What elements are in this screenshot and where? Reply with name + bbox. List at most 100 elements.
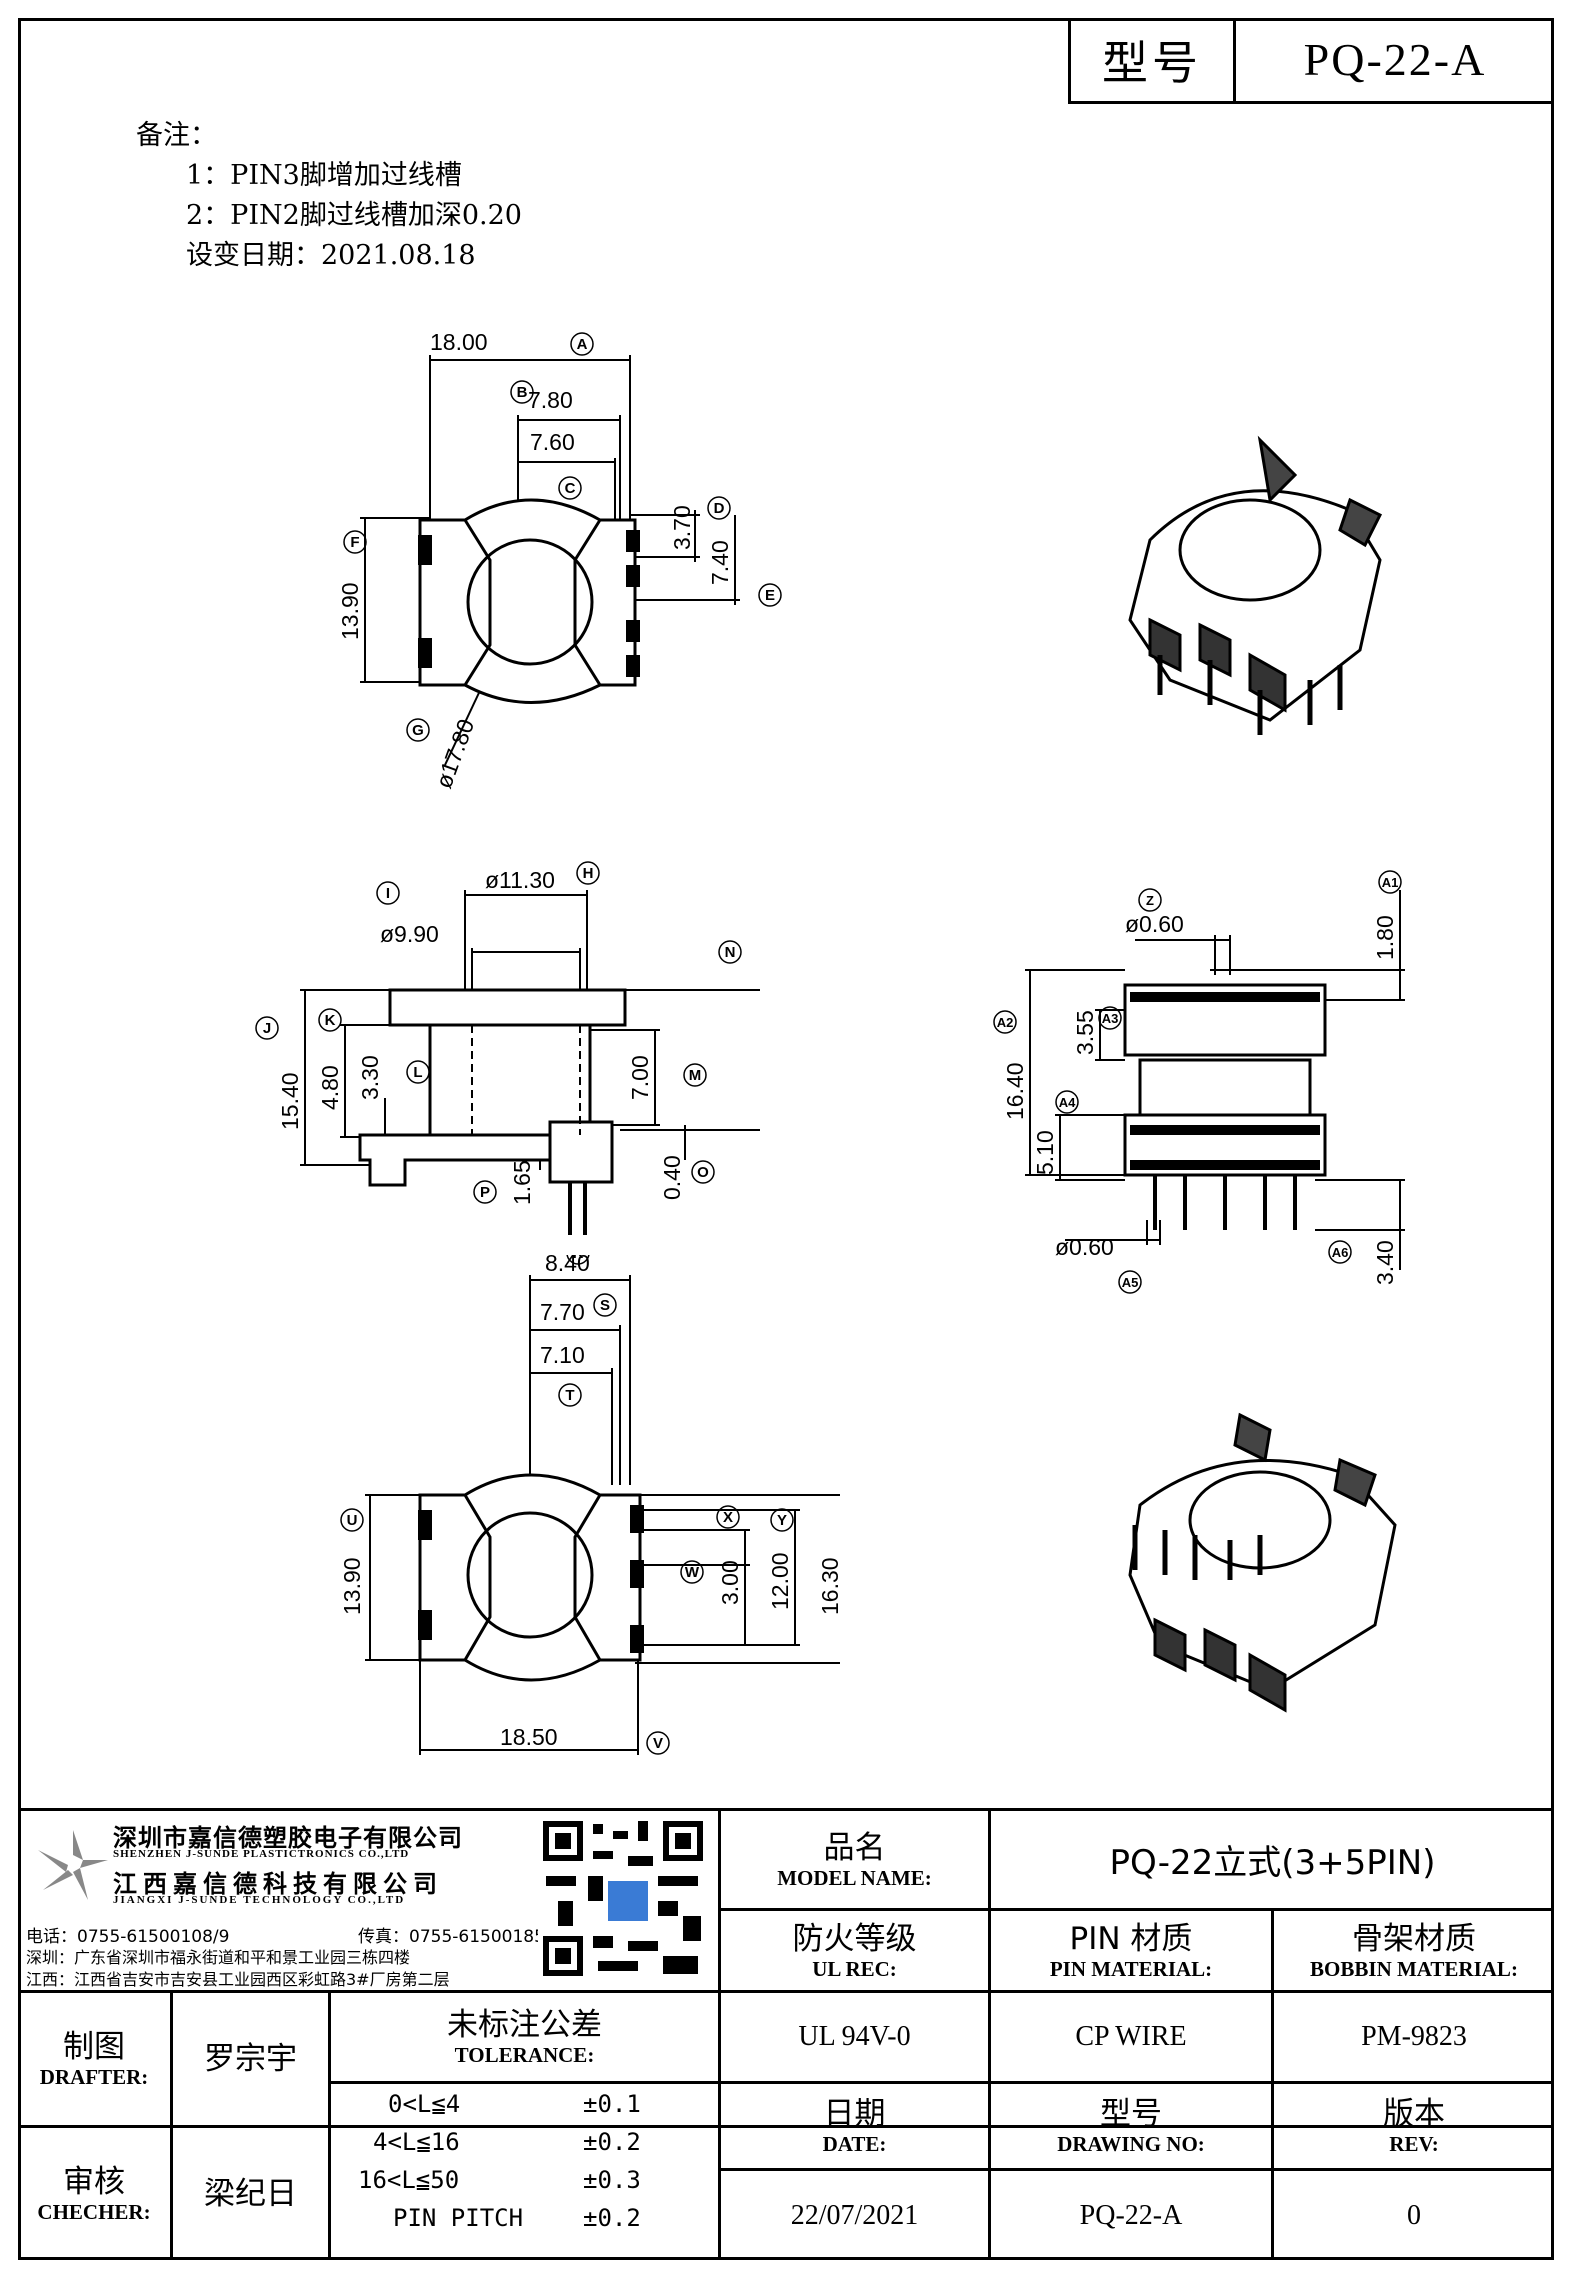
title-value: PQ-22-A — [1303, 34, 1487, 85]
notes: 备注： 1：PIN3脚增加过线槽 2：PIN2脚过线槽加深0.20 设变日期：2… — [136, 116, 522, 276]
dim-s2-label: 7.10 — [540, 1342, 585, 1368]
rev-label: 版本 REV: — [1383, 2096, 1445, 2156]
marker-a6: A6 — [1332, 1245, 1349, 1260]
marker-a2: A2 — [997, 1015, 1014, 1030]
tolerance-value: ±0.2 — [583, 2128, 641, 2156]
model-name-label: 品名 MODEL NAME: — [777, 1829, 932, 1890]
dim-m-label: 7.00 — [627, 1055, 653, 1100]
marker-g: G — [412, 722, 424, 739]
date-label: 日期 DATE: — [822, 2096, 887, 2156]
marker-x: X — [723, 1509, 733, 1526]
tolerance-value: ±0.1 — [583, 2090, 641, 2118]
company-address-jx: 江西：江西省吉安市吉安县工业园西区彩虹路3#厂房第二层 — [26, 1970, 450, 1989]
marker-p: P — [480, 1184, 490, 1201]
note-item: 设变日期：2021.08.18 — [186, 240, 476, 271]
note-item: 2：PIN2脚过线槽加深0.20 — [186, 200, 522, 231]
dim-y-label: 16.30 — [817, 1557, 840, 1615]
title-block: 深圳市嘉信德塑胶电子有限公司 SHENZHEN J-SUNDE PLASTICT… — [18, 1808, 1554, 2260]
dim-a3-label: 3.55 — [1072, 1010, 1098, 1055]
marker-d: D — [714, 500, 725, 517]
company-fax: 传真：0755-61500185 — [358, 1927, 545, 1947]
dim-a4-label: 5.10 — [1032, 1130, 1058, 1175]
ul-rec-value: UL 94V-0 — [798, 2021, 911, 2052]
bobbin-material-label: 骨架材质 BOBBIN MATERIAL: — [1310, 1920, 1518, 1981]
marker-r: R — [573, 1255, 584, 1262]
isometric-view-top — [1128, 435, 1383, 735]
model-name-value: PQ-22立式(3+5PIN) — [1109, 1843, 1436, 1883]
marker-c: C — [565, 480, 576, 497]
bottom-view-drawing: 8.40 7.70 7.10 13.90 3.00 12.00 16.30 18… — [339, 1255, 840, 1755]
dim-f-label: 13.90 — [337, 582, 363, 640]
checker-label: 审核 CHECHER: — [37, 2164, 151, 2224]
drawing-sheet — [18, 18, 1554, 2260]
drawing-no-label: 型号 DRAWING NO: — [1057, 2096, 1205, 2156]
company-phone: 电话：0755-61500108/9 — [26, 1927, 230, 1947]
marker-s: S — [600, 1297, 610, 1314]
marker-a4: A4 — [1059, 1095, 1076, 1110]
marker-h: H — [583, 865, 594, 882]
dim-d-label: 3.70 — [669, 505, 695, 550]
tolerance-range: PIN PITCH — [393, 2204, 524, 2232]
marker-m: M — [689, 1067, 702, 1084]
dim-i-label: ø9.90 — [380, 921, 439, 947]
date-value: 22/07/2021 — [790, 2199, 919, 2231]
dim-g-label: ø17.80 — [430, 716, 479, 792]
company-address-sz: 深圳：广东省深圳市福永街道和平和景工业园三栋四楼 — [26, 1948, 411, 1967]
dim-s-label: 7.70 — [540, 1299, 585, 1325]
company-name-cn-2: 江西嘉信德科技有限公司 — [113, 1870, 443, 1898]
drafter-name: 罗宗宇 — [204, 2041, 297, 2077]
qr-code — [538, 1816, 708, 1981]
ul-rec-label: 防火等级 UL REC: — [792, 1920, 917, 1981]
company-name-cn-1: 深圳市嘉信德塑胶电子有限公司 — [113, 1824, 463, 1852]
marker-w: W — [685, 1564, 700, 1581]
marker-l: L — [413, 1064, 422, 1081]
company-name-en-1: SHENZHEN J-SUNDE PLASTICTRONICS CO.,LTD — [113, 1848, 410, 1860]
tolerance-range: 16<L≦50 — [358, 2166, 460, 2194]
dim-u-label: 13.90 — [339, 1557, 365, 1615]
marker-v: V — [653, 1735, 663, 1752]
drafter-label: 制图 DRAFTER: — [39, 2029, 149, 2089]
dim-j-label: 15.40 — [277, 1072, 303, 1130]
dim-w-label: 3.00 — [717, 1560, 743, 1605]
isometric-view-bottom — [1128, 1412, 1397, 1713]
dim-a2-label: 16.40 — [1002, 1062, 1028, 1120]
marker-f: F — [350, 534, 359, 551]
tolerance-value: ±0.3 — [583, 2166, 641, 2194]
marker-a3: A3 — [1102, 1011, 1119, 1026]
dim-p-label: 1.65 — [509, 1160, 535, 1205]
tolerance-range: 4<L≦16 — [373, 2128, 460, 2156]
dim-l-label: 3.30 — [357, 1055, 383, 1100]
pin-material-value: CP WIRE — [1075, 2021, 1187, 2052]
title-label: 型号 — [1071, 18, 1236, 101]
dim-a-label: 18.00 — [430, 329, 488, 355]
dim-e-label: 7.40 — [707, 540, 733, 585]
dim-o-label: 0.40 — [659, 1155, 685, 1200]
tolerance-value: ±0.2 — [583, 2204, 641, 2232]
marker-y: Y — [777, 1512, 787, 1529]
rev-value: 0 — [1407, 2199, 1421, 2231]
checker-name: 梁纪日 — [204, 2176, 297, 2212]
marker-a1: A1 — [1382, 875, 1399, 890]
side-view-drawing: ø11.30 ø9.90 9.75 15.40 4.80 3.30 7.00 0… — [255, 861, 760, 1235]
marker-j: J — [263, 1020, 271, 1037]
tolerance-label: 未标注公差 TOLERANCE: — [447, 2007, 602, 2067]
marker-z: Z — [1146, 893, 1154, 908]
marker-u: U — [347, 1512, 358, 1529]
top-view-drawing: 18.00 7.80 7.60 3.70 7.40 13.90 ø17.80 A… — [337, 329, 782, 792]
company-logo — [38, 1830, 108, 1900]
marker-a: A — [577, 336, 588, 353]
marker-k: K — [325, 1012, 336, 1029]
tolerance-range: 0<L≦4 — [388, 2090, 461, 2118]
dim-n-label: 9.75 — [757, 1040, 760, 1085]
dim-b2-label: 7.60 — [530, 429, 575, 455]
note-item: 1：PIN3脚增加过线槽 — [186, 160, 462, 191]
front-view-drawing: ø0.60 1.80 16.40 3.55 5.10 ø0.60 3.40 Z … — [993, 870, 1405, 1294]
dim-r-label: 8.40 — [545, 1255, 590, 1276]
dim-v-label: 18.50 — [500, 1724, 558, 1750]
marker-a5: A5 — [1122, 1275, 1139, 1290]
drawing-no-value: PQ-22-A — [1079, 2199, 1183, 2231]
company-name-en-2: JIANGXI J-SUNDE TECHNOLOGY CO.,LTD — [113, 1894, 406, 1906]
dim-h-label: ø11.30 — [485, 867, 555, 893]
marker-e: E — [765, 587, 775, 604]
marker-b: B — [517, 384, 528, 401]
